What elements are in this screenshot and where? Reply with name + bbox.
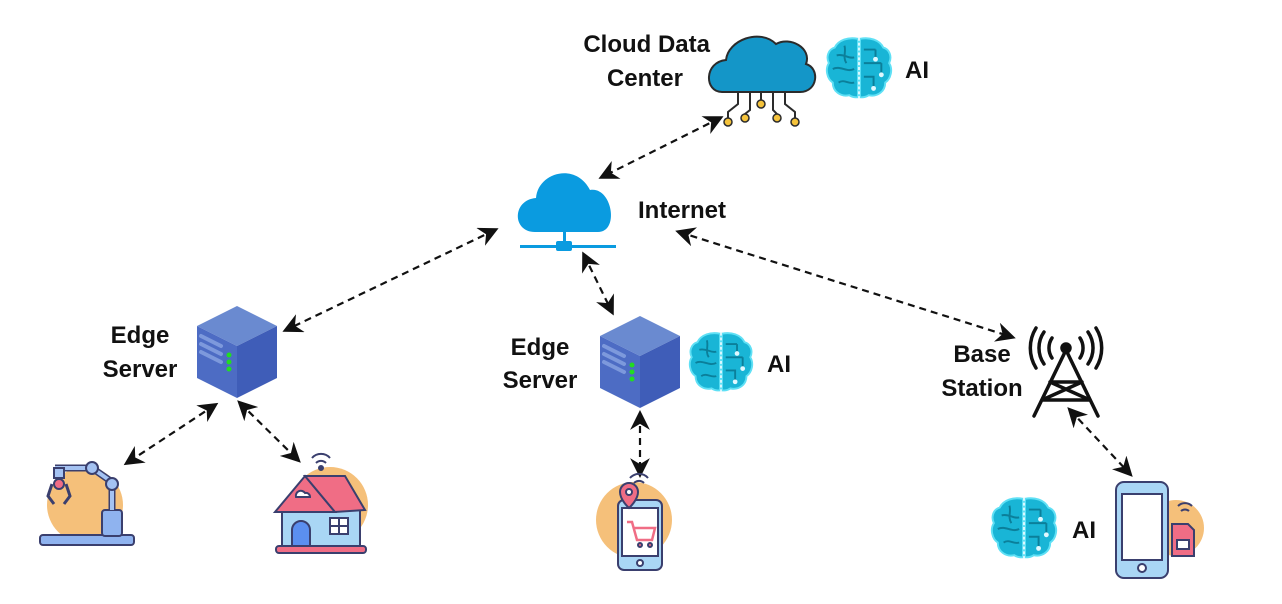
edge-server-icon: [195, 304, 279, 400]
internet-cloud-icon: [517, 173, 616, 251]
edge-ai-label: AI: [767, 351, 791, 378]
edge-server-label: Edge: [111, 322, 170, 349]
edge-server-label-2: Server: [503, 367, 578, 394]
base-station-tower-icon: [1028, 326, 1104, 418]
shopping-phone-icon: [596, 472, 672, 571]
phone-ai-label: AI: [1072, 517, 1096, 544]
cloud-data-center-label-2: Center: [607, 65, 683, 92]
ai-brain-icon: [990, 496, 1058, 560]
smartphone-icon: [1115, 481, 1204, 579]
edge-server-icon: [598, 314, 682, 410]
ai-brain-icon: [825, 36, 893, 100]
edge-server-label: Edge: [511, 334, 570, 361]
arrow-internet-edge2: [582, 251, 614, 316]
connections: [123, 116, 1133, 478]
ai-brain-icon: [688, 331, 754, 393]
base-station-label: Base: [953, 341, 1010, 368]
arrow-internet-base: [675, 227, 1016, 342]
arrow-edge1-robot: [123, 402, 219, 466]
edge-server-label-2: Server: [103, 356, 178, 383]
cloud-data-center-icon: [708, 35, 816, 127]
arrow-base-phone: [1067, 407, 1133, 477]
base-station-label-2: Station: [941, 375, 1022, 402]
internet-label: Internet: [638, 197, 726, 224]
smart-home-icon: [272, 452, 368, 554]
cloud-ai-label: AI: [905, 57, 929, 84]
cloud-data-center-label: Cloud Data: [583, 31, 710, 58]
arrow-edge1-home: [237, 400, 301, 463]
robot-arm-icon: [39, 461, 135, 546]
arrow-cloud-internet: [598, 116, 724, 179]
arrow-internet-edge1: [282, 227, 499, 333]
